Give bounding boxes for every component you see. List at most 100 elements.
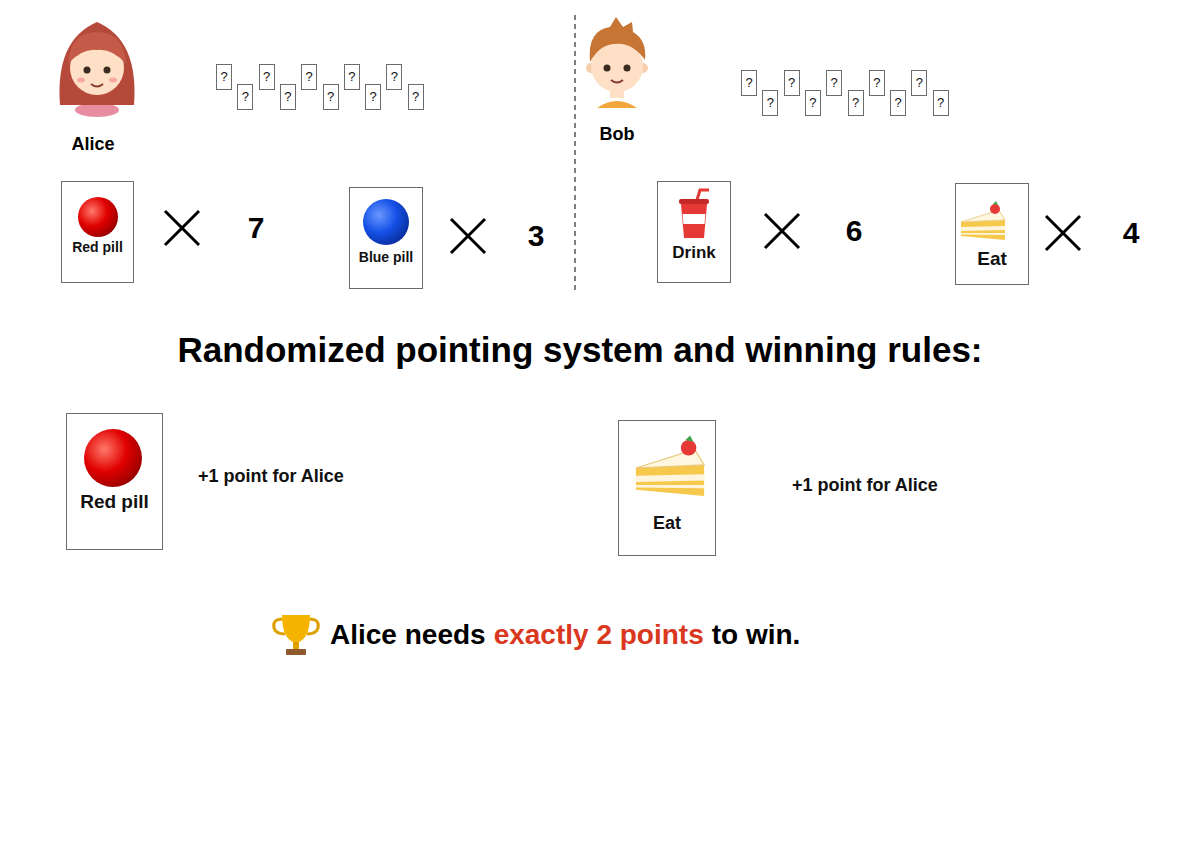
drink-icon (679, 190, 709, 238)
card-text: ? (220, 69, 227, 85)
hidden-card: ? (826, 70, 842, 96)
hidden-card: ? (301, 64, 317, 90)
drink-icon-part (697, 190, 709, 200)
cake-icon-part (686, 435, 694, 441)
cake-icon (961, 201, 1005, 240)
hidden-card: ? (237, 84, 253, 110)
point-rule: +1 point for Alice (792, 475, 938, 497)
card-text: Eat (653, 513, 681, 535)
alice-avatar (59, 22, 134, 117)
times-mark-part (451, 219, 485, 253)
bob-avatar-part (597, 101, 637, 108)
trophy-icon-part (293, 642, 299, 649)
bob-avatar (586, 17, 648, 108)
card-text: ? (369, 89, 376, 105)
cake-icon-part (681, 440, 697, 456)
alice-avatar-part (75, 103, 119, 117)
bob-avatar-part (590, 17, 646, 62)
card-text: ? (916, 75, 923, 91)
alice-avatar-part (109, 78, 117, 83)
item-card: Eat (955, 183, 1029, 285)
cake-icon-part (961, 220, 1005, 240)
card-text: ? (412, 89, 419, 105)
card-text: ? (831, 75, 838, 91)
card-text: Red pill (72, 239, 123, 256)
alice-avatar-part (84, 67, 91, 74)
hidden-card: ? (741, 70, 757, 96)
bob-avatar-part (611, 80, 623, 83)
hidden-card: ? (933, 90, 949, 116)
point-rule: +1 point for Alice (198, 466, 344, 488)
hidden-card: ? (259, 64, 275, 90)
player-name: Bob (600, 124, 635, 146)
red-pill-icon (78, 197, 118, 237)
times-mark-part (1046, 216, 1080, 250)
bob-avatar-part (604, 65, 611, 72)
hidden-card: ? (762, 90, 778, 116)
card-text: ? (348, 69, 355, 85)
cake-icon-part (636, 485, 704, 488)
card-text: ? (242, 89, 249, 105)
player-name: Alice (71, 134, 114, 156)
hidden-card: ? (848, 90, 864, 116)
hidden-card: ? (216, 64, 232, 90)
drink-icon-part (683, 214, 706, 224)
alice-avatar-part (91, 84, 103, 87)
hidden-card: ? (344, 64, 360, 90)
times-mark-part (165, 211, 199, 245)
alice-avatar-part (104, 67, 111, 74)
card-text: Blue pill (359, 249, 413, 266)
card-text: ? (894, 95, 901, 111)
card-text: Eat (977, 248, 1007, 271)
hidden-card: ? (323, 84, 339, 110)
diagram-title: Randomized pointing system and winning r… (0, 329, 1160, 371)
rule-card: Red pill (66, 413, 163, 550)
hidden-card: ? (408, 84, 424, 110)
times-mark (165, 211, 1080, 253)
times-mark-part (765, 214, 799, 248)
card-text: ? (391, 69, 398, 85)
cake-icon-part (993, 201, 998, 205)
hidden-card: ? (805, 90, 821, 116)
card-text: Drink (672, 243, 715, 263)
cake-icon-part (961, 233, 1005, 235)
card-text: ? (327, 89, 334, 105)
trophy-icon-part (282, 615, 310, 643)
hidden-card: ? (784, 70, 800, 96)
win-highlight: exactly 2 points (494, 618, 704, 652)
hidden-card: ? (869, 70, 885, 96)
card-text: ? (852, 95, 859, 111)
drink-icon-part (681, 204, 707, 238)
alice-avatar-part (68, 32, 126, 64)
card-text: ? (306, 69, 313, 85)
trophy-icon (274, 615, 319, 655)
sentence-row: Alice needsexactly 2 pointsto win. (330, 618, 800, 652)
alice-avatar-part (77, 78, 85, 83)
card-count: 7 (248, 210, 265, 246)
trophy-icon-part (286, 649, 306, 655)
hidden-card: ? (890, 90, 906, 116)
drink-icon-part (679, 199, 709, 204)
card-text: ? (809, 95, 816, 111)
card-text: ? (263, 69, 270, 85)
card-count: 3 (528, 218, 545, 254)
item-card: Blue pill (349, 187, 423, 289)
hidden-card: ? (365, 84, 381, 110)
hidden-card: ? (911, 70, 927, 96)
hidden-card: ? (386, 64, 402, 90)
item-card: Red pill (61, 181, 134, 283)
cake-icon-part (636, 474, 704, 482)
item-card: Drink (657, 181, 731, 283)
cake-icon-part (990, 204, 1000, 214)
blue-pill-icon (363, 199, 409, 245)
card-text: ? (937, 95, 944, 111)
card-text: ? (767, 95, 774, 111)
card-text: ? (284, 89, 291, 105)
card-text: ? (873, 75, 880, 91)
hidden-card: ? (280, 84, 296, 110)
bob-avatar-part (624, 65, 631, 72)
win-text: to win. (712, 618, 801, 652)
